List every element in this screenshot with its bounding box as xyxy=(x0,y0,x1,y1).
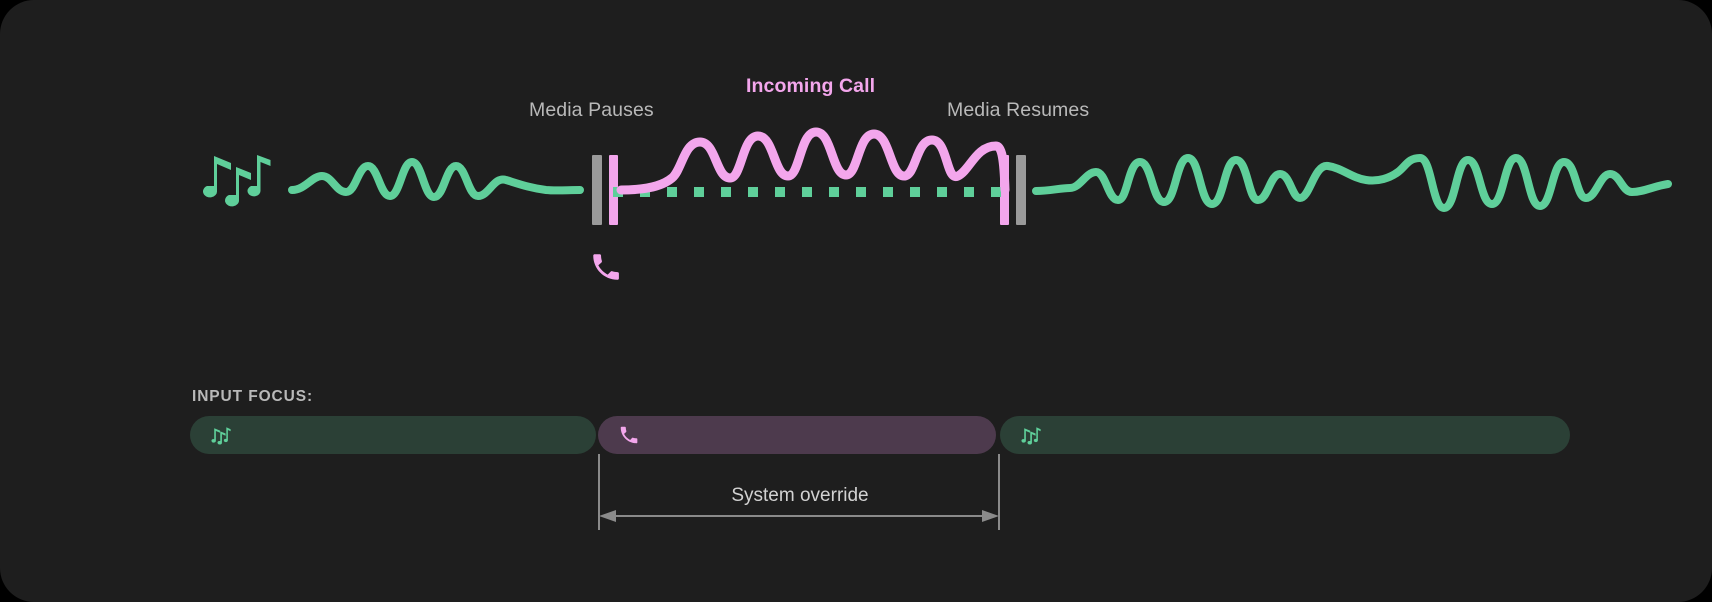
label-media-resumes: Media Resumes xyxy=(947,99,1090,121)
label-incoming-call: Incoming Call xyxy=(746,75,876,97)
focus-bar-media-before xyxy=(190,416,596,454)
call-waveform xyxy=(616,127,1010,195)
audio-focus-timeline: Media Pauses Incoming Call Media Resumes xyxy=(203,75,1672,280)
music-notes-icon xyxy=(1021,427,1041,445)
input-focus-title: INPUT FOCUS: xyxy=(192,388,314,405)
media-waveform-before xyxy=(288,158,584,201)
system-override-annotation xyxy=(598,454,1000,530)
phone-icon xyxy=(620,426,638,444)
music-notes-icon xyxy=(203,155,271,207)
timeline-graphics xyxy=(288,127,1672,225)
resume-marker-gray-bar xyxy=(1016,155,1026,225)
music-notes-icon xyxy=(211,427,231,445)
pause-marker-gray-bar xyxy=(592,155,602,225)
media-waveform-after xyxy=(1032,154,1672,212)
system-override-text: System override xyxy=(731,485,869,506)
focus-bar-call xyxy=(598,416,996,454)
input-focus-section: INPUT FOCUS: xyxy=(0,330,1712,602)
phone-icon xyxy=(593,254,619,280)
label-media-pauses: Media Pauses xyxy=(529,99,654,121)
system-override-label: System override xyxy=(0,485,1712,507)
override-arrow-head-left xyxy=(599,510,616,522)
override-arrow-head-right xyxy=(982,510,999,522)
focus-bar-media-after xyxy=(1000,416,1570,454)
